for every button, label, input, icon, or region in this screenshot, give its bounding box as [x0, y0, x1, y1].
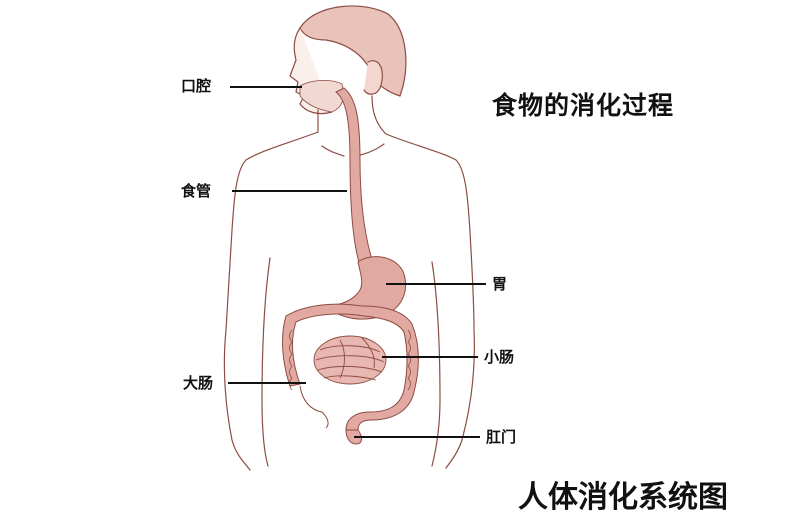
label-stomach: 胃 — [492, 275, 508, 293]
label-anus: 肛门 — [486, 428, 517, 446]
ear — [363, 60, 383, 95]
esophagus-organ — [335, 87, 375, 267]
torso-outline — [223, 131, 319, 471]
diagram-title: 食物的消化过程 — [492, 91, 675, 120]
label-esophagus: 食管 — [181, 182, 212, 200]
leader-lines — [228, 86, 486, 438]
label-small-intestine: 小肠 — [484, 348, 515, 366]
beard — [299, 80, 344, 113]
cecum — [299, 385, 329, 429]
torso-outline-right — [385, 133, 475, 469]
left-arm-line — [261, 257, 271, 467]
diagram-caption: 人体消化系统图 — [518, 480, 728, 515]
stomach-organ — [324, 256, 406, 320]
neck-right — [371, 95, 387, 135]
chest-line — [321, 145, 345, 157]
small-intestine-organ — [313, 335, 387, 385]
right-arm-line — [431, 261, 441, 467]
colon-haustra — [289, 329, 411, 391]
label-large-intestine: 大肠 — [183, 374, 214, 392]
label-mouth: 口腔 — [181, 77, 212, 95]
rectum-organ — [345, 429, 363, 445]
